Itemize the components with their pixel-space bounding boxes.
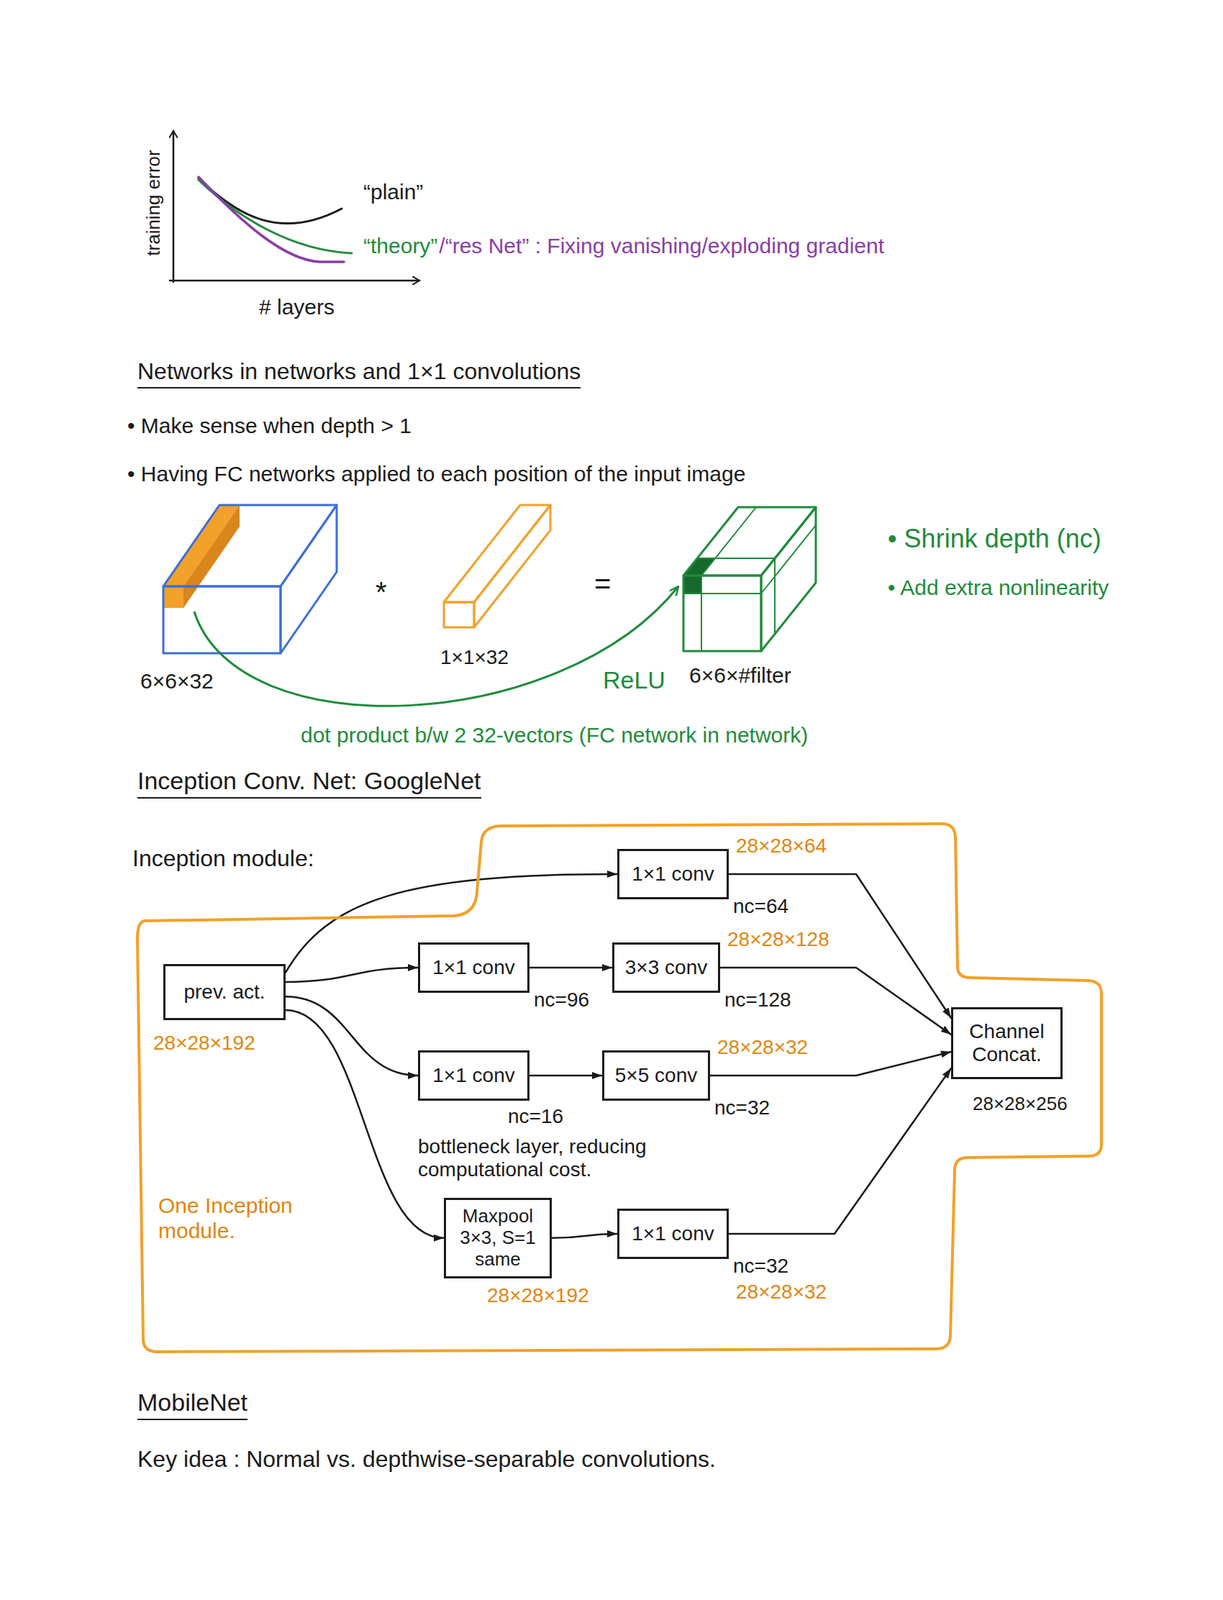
annotation-note: dot product b/w 2 32-vectors (FC network…	[300, 723, 808, 749]
dimension-label: 6×6×#filter	[689, 663, 792, 689]
conv-box: 1×1 conv	[617, 1208, 729, 1259]
blue-box-front	[163, 586, 281, 654]
operator-symbol: =	[594, 566, 611, 600]
connector-arrow	[551, 1233, 618, 1239]
dimension-label: 28×28×32	[735, 1280, 827, 1304]
output-cell	[683, 575, 702, 594]
region-caption: One Inception module.	[158, 1193, 310, 1244]
conv-box: 3×3 conv	[612, 942, 721, 993]
box-label: 1×1 conv	[631, 1222, 714, 1246]
channel-count: nc=128	[724, 988, 792, 1012]
bullet-note: • Add extra nonlinearity	[887, 575, 1109, 601]
dimension-label: 28×28×192	[487, 1284, 590, 1308]
box-label: 3×3 conv	[625, 956, 708, 980]
filter-prism	[443, 505, 551, 628]
conv-box: 1×1 conv	[417, 942, 530, 993]
axis-label: # layers	[258, 294, 335, 321]
grid-lines	[683, 507, 816, 652]
connector-arrow	[728, 1068, 952, 1234]
section-heading: Inception Conv. Net: GoogleNet	[137, 766, 482, 799]
channel-count: nc=32	[714, 1096, 770, 1120]
annotation-note: bottleneck layer, reducing computational…	[417, 1135, 706, 1182]
plain-curve	[198, 178, 342, 224]
curve-note: /“res Net” : Fixing vanishing/exploding …	[438, 233, 885, 259]
dimension-label: 28×28×192	[153, 1031, 256, 1055]
green-box-top	[683, 507, 816, 576]
conv-box: 1×1 conv	[617, 848, 729, 900]
axis-label: training error	[143, 149, 165, 256]
dimension-label: 28×28×64	[735, 834, 827, 858]
connector-arrow	[529, 966, 613, 970]
box-label: Channel Concat.	[961, 1020, 1052, 1067]
conv-box: 1×1 conv	[417, 1050, 530, 1101]
dimension-label: 28×28×256	[972, 1093, 1068, 1116]
box-label: 1×1 conv	[631, 862, 714, 886]
box-label: 5×5 conv	[615, 1064, 698, 1088]
curve-label: “theory”	[363, 233, 438, 259]
prism-front	[443, 602, 475, 628]
operator-symbol: *	[375, 575, 388, 609]
conv-box: 5×5 conv	[602, 1050, 711, 1101]
bullet-note: • Having FC networks applied to each pos…	[127, 461, 746, 488]
inception-module-region: One Inception module. prev. act. 1×1 conv 1…	[137, 823, 1102, 1357]
error-graph	[169, 130, 420, 283]
channel-count: nc=64	[733, 894, 789, 918]
activation-label: ReLU	[602, 666, 666, 695]
dimension-label: 1×1×32	[440, 646, 509, 670]
resnet-curve	[198, 176, 344, 262]
input-volume	[163, 505, 337, 654]
blue-box-side	[280, 505, 337, 654]
region-outline-path	[137, 823, 1102, 1352]
curve-label: “plain”	[363, 179, 424, 206]
dot-product-arrow	[194, 586, 679, 706]
green-box-side	[761, 507, 816, 652]
subheading: Inception module:	[132, 845, 315, 872]
box-label: 1×1 conv	[432, 1064, 515, 1088]
bullet-note: • Shrink depth (nc)	[887, 523, 1102, 554]
theory-curve	[198, 179, 352, 254]
prism-top	[443, 505, 551, 603]
green-box-front	[683, 575, 762, 652]
connector-arrow	[285, 967, 418, 982]
y-axis	[172, 130, 175, 283]
pool-box: Maxpool 3×3, S=1 same	[443, 1197, 552, 1279]
dimension-label: 28×28×128	[727, 928, 830, 952]
box-label: 1×1 conv	[432, 956, 515, 980]
channel-count: nc=16	[507, 1105, 564, 1129]
connector-arrow	[529, 1074, 603, 1077]
channel-count: nc=96	[533, 988, 590, 1012]
concat-box: Channel Concat.	[951, 1007, 1063, 1080]
connector-arrow	[285, 1010, 444, 1239]
key-idea-note: Key idea : Normal vs. depthwise-separabl…	[137, 1446, 716, 1473]
box-label: Maxpool 3×3, S=1 same	[454, 1205, 541, 1271]
box-label: prev. act.	[183, 980, 265, 1004]
orange-slice	[163, 586, 184, 608]
channel-count: nc=32	[733, 1254, 789, 1278]
x-axis	[169, 279, 420, 283]
activation-box: prev. act.	[163, 964, 286, 1021]
section-heading: MobileNet	[137, 1388, 248, 1421]
bullet-note: • Make sense when depth > 1	[127, 413, 412, 439]
blue-box-top	[163, 505, 337, 587]
orange-slice	[183, 505, 240, 608]
output-cell	[683, 558, 716, 576]
connector-arrow	[720, 967, 952, 1035]
prism-side	[474, 505, 551, 628]
dimension-label: 28×28×32	[717, 1035, 808, 1059]
section-heading: Networks in networks and 1×1 convolution…	[137, 358, 581, 389]
connector-arrow	[285, 996, 418, 1076]
output-volume	[683, 507, 816, 652]
dimension-label: 6×6×32	[140, 669, 214, 695]
